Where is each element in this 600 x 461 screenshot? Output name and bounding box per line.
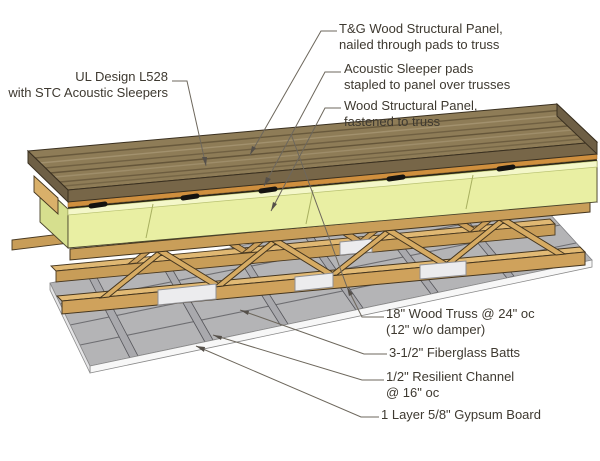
sleeper-pad (180, 193, 200, 201)
label-gypsum-board: 1 Layer 5/8" Gypsum Board (381, 407, 541, 423)
panel-joint-lines (145, 174, 474, 239)
wood-grain (34, 109, 593, 187)
label-wood-panel: Wood Structural Panel, fastened to truss (344, 98, 477, 130)
label-ul-design: UL Design L528 with STC Acoustic Sleeper… (0, 69, 168, 101)
label-resilient-channel: 1/2" Resilient Channel @ 16" oc (386, 369, 514, 401)
label-line: UL Design L528 (75, 69, 168, 84)
sleeper-pad (386, 174, 406, 182)
panel-top-strip (67, 160, 598, 216)
leader-tg-panel (249, 30, 337, 156)
label-line: fastened to truss (344, 114, 441, 129)
label-line: @ 16" oc (386, 385, 440, 400)
tg-panel-layer (26, 102, 599, 204)
label-line: T&G Wood Structural Panel, (339, 21, 503, 36)
truss-webs (98, 218, 567, 299)
leader-ul-design (172, 80, 207, 167)
front-truss (55, 200, 591, 315)
label-line: Acoustic Sleeper pads (344, 61, 474, 76)
label-wood-truss: 18" Wood Truss @ 24" oc (12" w/o damper) (386, 306, 535, 338)
leader-resilient-channel (212, 334, 384, 381)
gusset-plates (157, 260, 467, 306)
leader-arrowheads (196, 146, 353, 352)
gusset-plate (419, 260, 467, 280)
leader-gypsum-board (195, 345, 379, 418)
label-sleeper-pads: Acoustic Sleeper pads stapled to panel o… (344, 61, 510, 93)
bottom-chord (55, 223, 556, 283)
label-line: stapled to panel over trusses (344, 77, 511, 92)
label-line: 1 Layer 5/8" Gypsum Board (381, 407, 541, 422)
sleeper-pad (496, 164, 516, 172)
label-line: 18" Wood Truss @ 24" oc (386, 306, 535, 321)
leader-fiberglass-batts (239, 309, 387, 355)
gusset-plate (294, 272, 334, 292)
gypsum-left-edge (49, 282, 91, 374)
sleeper-pad-band (67, 153, 598, 209)
label-line: 1/2" Resilient Channel (386, 369, 515, 384)
label-line: with STC Acoustic Sleepers (8, 85, 168, 100)
leader-lines (172, 30, 387, 418)
tg-right-end (556, 102, 598, 156)
sleeper-pad (88, 201, 108, 209)
sleeper-pad (258, 186, 278, 194)
acoustic-sleeper-pads (88, 164, 516, 209)
tg-left-end (27, 149, 69, 204)
label-fiberglass-batts: 3-1/2" Fiberglass Batts (389, 345, 520, 361)
label-line: (12" w/o damper) (386, 322, 486, 337)
label-tg-panel: T&G Wood Structural Panel, nailed throug… (339, 21, 503, 53)
leader-sleeper-pads (263, 71, 341, 187)
label-line: 3-1/2" Fiberglass Batts (389, 345, 521, 360)
label-line: Wood Structural Panel, (344, 98, 478, 113)
gusset-plate (157, 283, 217, 306)
leader-wood-panel (270, 107, 341, 212)
structural-panel-layer (33, 133, 598, 250)
label-line: nailed through pads to truss (339, 37, 500, 52)
tg-edge-block (33, 174, 59, 216)
leader-wood-truss (290, 133, 384, 318)
